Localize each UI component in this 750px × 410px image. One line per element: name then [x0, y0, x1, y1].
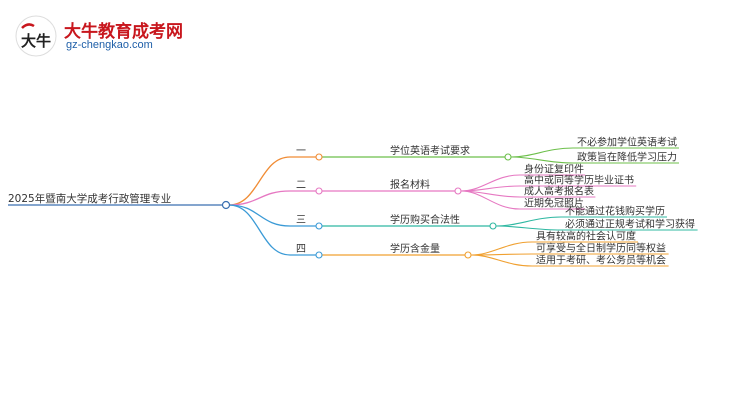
branch-number-label: 二: [296, 180, 306, 191]
brand-url[interactable]: gz-chengkao.com: [66, 39, 153, 51]
branch-label: 学位英语考试要求: [390, 144, 470, 157]
child-label: 具有较高的社会认可度: [536, 230, 636, 243]
child-connector: [460, 190, 521, 210]
child-label: 适用于考研、考公务员等机会: [536, 254, 666, 267]
branch-label-dot[interactable]: [454, 187, 462, 195]
child-label: 近期免冠照片: [524, 197, 584, 210]
brand-name: 大牛教育成考网: [64, 22, 183, 42]
child-connector: [460, 185, 521, 192]
child-connector: [510, 147, 574, 158]
child-connector: [495, 216, 562, 227]
child-label: 必须通过正规考试和学习获得: [565, 218, 695, 231]
branch-connector: [228, 204, 291, 227]
child-connector: [510, 156, 574, 164]
branch-label-dot[interactable]: [489, 222, 497, 230]
child-connector: [470, 254, 533, 267]
root-node-dot[interactable]: [221, 200, 231, 210]
branch-connector: [228, 204, 291, 256]
child-label: 不能通过花钱购买学历: [565, 205, 665, 218]
branch-number-dot[interactable]: [315, 187, 323, 195]
bull-logo-icon: 大牛: [15, 15, 57, 57]
branch-number-dot[interactable]: [315, 153, 323, 161]
branch-connector: [228, 156, 291, 206]
branch-label-dot[interactable]: [504, 153, 512, 161]
child-label: 成人高考报名表: [524, 185, 594, 198]
branch-number-label: 一: [296, 146, 306, 157]
branch-number-label: 四: [296, 244, 306, 255]
branch-connector: [228, 190, 291, 206]
svg-text:大牛: 大牛: [21, 32, 51, 50]
root-node-label: 2025年暨南大学成考行政管理专业: [8, 192, 171, 205]
child-connector: [495, 225, 562, 231]
child-label: 身份证复印件: [524, 163, 584, 176]
branch-label: 学历含金量: [390, 242, 440, 255]
branch-number-dot[interactable]: [315, 251, 323, 259]
child-label: 不必参加学位英语考试: [577, 136, 677, 149]
brand-logo: 大牛 大牛教育成考网 gz-chengkao.com: [14, 14, 214, 58]
branch-number-label: 三: [296, 215, 306, 226]
child-label: 可享受与全日制学历同等权益: [536, 242, 666, 255]
branch-label: 报名材料: [390, 178, 430, 191]
branch-number-dot[interactable]: [315, 222, 323, 230]
branch-label-dot[interactable]: [464, 251, 472, 259]
branch-label: 学历购买合法性: [390, 213, 460, 226]
child-connector: [470, 241, 533, 256]
child-label: 政策旨在降低学习压力: [577, 151, 677, 164]
child-label: 高中或同等学历毕业证书: [524, 174, 634, 187]
